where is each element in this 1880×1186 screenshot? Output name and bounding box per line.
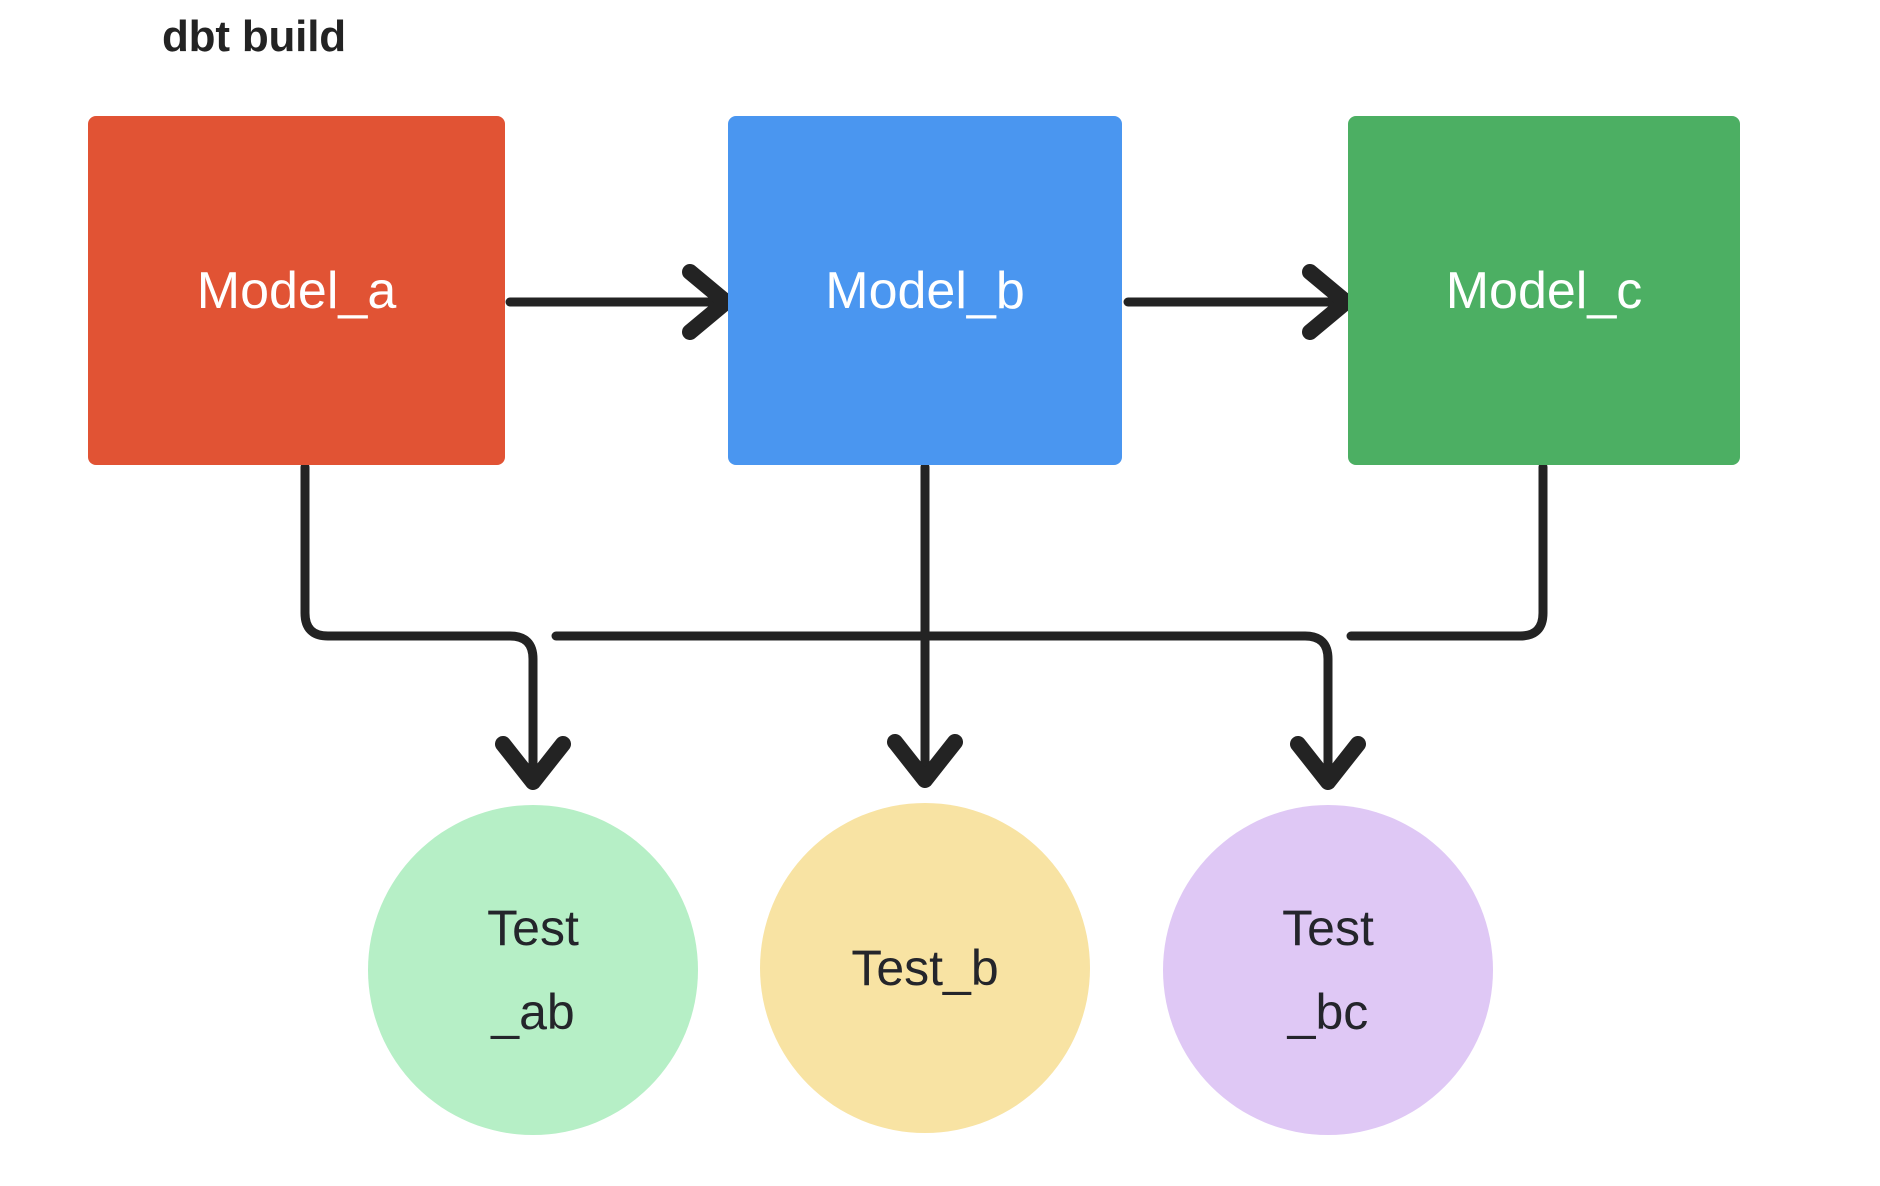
model-node-model-a[interactable]: Model_a: [88, 116, 505, 465]
model-node-model-b[interactable]: Model_b: [728, 116, 1122, 465]
model-label-model-a: Model_a: [196, 261, 397, 320]
edge-model-a-to-test-ab: [300, 462, 571, 790]
diagram-title: dbt build: [162, 12, 346, 61]
test-node-test-b[interactable]: Test_b: [760, 803, 1090, 1133]
test-label-test-ab: Test _ab: [487, 900, 579, 1040]
edge-model-b-to-test-bc: [551, 631, 1366, 790]
model-node-model-c[interactable]: Model_c: [1348, 116, 1740, 465]
edge-model-a-to-model-b: [505, 264, 734, 340]
test-node-test-bc[interactable]: Test _bc: [1163, 805, 1493, 1135]
model-label-model-b: Model_b: [825, 261, 1025, 320]
test-label-test-b: Test_b: [851, 940, 999, 996]
test-label-test-bc: Test _bc: [1282, 900, 1374, 1040]
test-node-test-ab[interactable]: Test _ab: [368, 805, 698, 1135]
edge-model-b-to-model-c: [1123, 264, 1354, 340]
edge-model-c-to-test-bc: [1346, 462, 1548, 641]
model-label-model-c: Model_c: [1445, 261, 1643, 320]
edge-model-b-to-test-b: [887, 462, 963, 788]
